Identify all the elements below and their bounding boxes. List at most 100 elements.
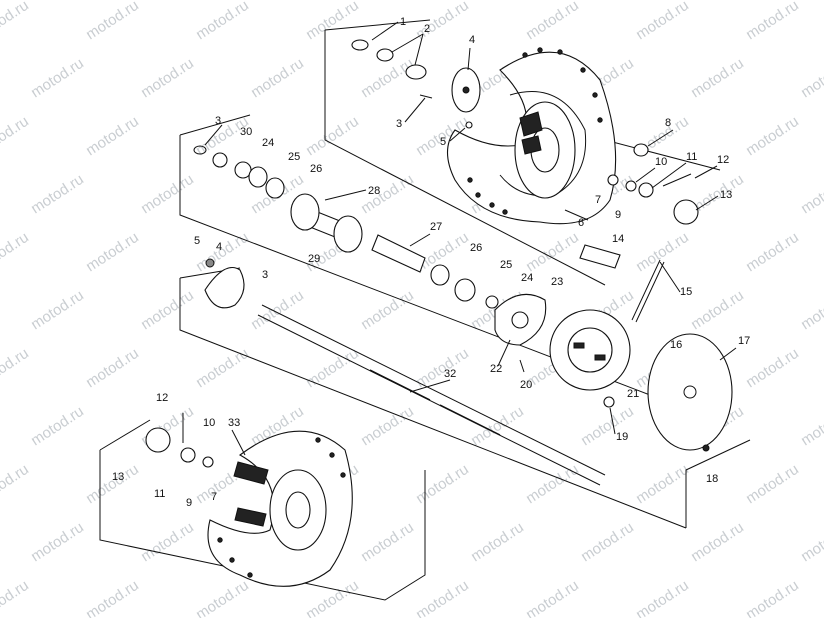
watermark-text: motod.ru bbox=[83, 577, 142, 618]
callout-up-24b: 24 bbox=[521, 272, 533, 284]
watermark-text: motod.ru bbox=[798, 519, 824, 566]
watermark-text: motod.ru bbox=[138, 55, 197, 102]
watermark-text: motod.ru bbox=[28, 287, 87, 334]
watermark-text: motod.ru bbox=[0, 577, 32, 618]
watermark-text: motod.ru bbox=[633, 229, 692, 276]
callout-up-30: 30 bbox=[240, 126, 252, 138]
callout-top-11: 11 bbox=[686, 151, 697, 163]
callout-low-21: 21 bbox=[627, 388, 639, 400]
callout-up-3: 3 bbox=[215, 115, 221, 127]
callout-up-27: 27 bbox=[430, 221, 442, 233]
watermark-text: motod.ru bbox=[303, 0, 362, 43]
callout-up-24: 24 bbox=[262, 137, 274, 149]
callout-bot-7: 7 bbox=[211, 491, 217, 503]
watermark-text: motod.ru bbox=[248, 287, 307, 334]
watermark-text: motod.ru bbox=[83, 0, 142, 43]
watermark-text: motod.ru bbox=[743, 229, 802, 276]
callout-top-13: 13 bbox=[720, 189, 732, 201]
top-wheel-assembly bbox=[351, 39, 699, 225]
watermark-text: motod.ru bbox=[303, 577, 362, 618]
watermark-text: motod.ru bbox=[83, 113, 142, 160]
callout-top-1: 1 bbox=[400, 16, 406, 28]
callout-bot-9: 9 bbox=[186, 497, 192, 509]
callout-up-23: 23 bbox=[551, 276, 563, 288]
watermark-text: motod.ru bbox=[468, 403, 527, 450]
watermark-text: motod.ru bbox=[743, 0, 802, 43]
watermark-text: motod.ru bbox=[413, 577, 472, 618]
callout-up-25: 25 bbox=[288, 151, 300, 163]
watermark-text: motod.ru bbox=[578, 519, 637, 566]
watermark-text: motod.ru bbox=[0, 229, 32, 276]
callout-bot-12: 12 bbox=[156, 392, 168, 404]
leader-lines bbox=[204, 21, 737, 456]
callout-top-8: 8 bbox=[665, 117, 671, 129]
callout-up-22: 22 bbox=[490, 363, 502, 375]
watermark-text: motod.ru bbox=[358, 171, 417, 218]
watermark-text: motod.ru bbox=[193, 0, 252, 43]
callout-bot-33: 33 bbox=[228, 417, 240, 429]
group-frames bbox=[99, 19, 751, 601]
watermark-text: motod.ru bbox=[83, 461, 142, 508]
callout-up-14: 14 bbox=[612, 233, 624, 245]
watermark-text: motod.ru bbox=[743, 113, 802, 160]
callout-low-32: 32 bbox=[444, 368, 456, 380]
callout-up-29: 29 bbox=[308, 253, 320, 265]
callout-up-26: 26 bbox=[310, 163, 322, 175]
watermark-text: motod.ru bbox=[193, 229, 252, 276]
callout-bot-10: 10 bbox=[203, 417, 215, 429]
watermark-text: motod.ru bbox=[468, 519, 527, 566]
watermark-text: motod.ru bbox=[798, 55, 824, 102]
callout-up-26b: 26 bbox=[470, 242, 482, 254]
bearing-housing-row bbox=[193, 145, 733, 452]
callout-low-3: 3 bbox=[262, 269, 268, 281]
callout-top-9: 9 bbox=[615, 209, 621, 221]
watermark-text: motod.ru bbox=[358, 287, 417, 334]
callout-low-16: 16 bbox=[670, 339, 682, 351]
watermark-text: motod.ru bbox=[0, 0, 32, 43]
watermark-text: motod.ru bbox=[633, 577, 692, 618]
callout-up-25b: 25 bbox=[500, 259, 512, 271]
watermark-text: motod.ru bbox=[688, 519, 747, 566]
watermark-text: motod.ru bbox=[358, 55, 417, 102]
watermark-text: motod.ru bbox=[138, 171, 197, 218]
callout-labels: 1 2 4 3 5 6 7 8 9 10 11 12 13 3 30 24 25… bbox=[112, 16, 750, 509]
watermark-text: motod.ru bbox=[83, 345, 142, 392]
callout-low-4: 4 bbox=[216, 241, 222, 253]
callout-low-18: 18 bbox=[706, 473, 718, 485]
watermark-text: motod.ru bbox=[523, 0, 582, 43]
bottom-wheel-assembly bbox=[145, 413, 353, 587]
callout-bot-13: 13 bbox=[112, 471, 124, 483]
callout-top-12: 12 bbox=[717, 154, 729, 166]
watermark-text: motod.ru bbox=[0, 113, 32, 160]
callout-top-3: 3 bbox=[396, 118, 402, 130]
watermark-text: motod.ru bbox=[83, 229, 142, 276]
watermark-text: motod.ru bbox=[358, 403, 417, 450]
callout-top-5: 5 bbox=[440, 136, 446, 148]
watermark-text: motod.ru bbox=[633, 461, 692, 508]
watermark-text: motod.ru bbox=[688, 287, 747, 334]
watermark-text: motod.ru bbox=[523, 577, 582, 618]
callout-up-15: 15 bbox=[680, 286, 692, 298]
watermark-text: motod.ru bbox=[413, 461, 472, 508]
callout-top-4: 4 bbox=[469, 34, 475, 46]
watermark-text: motod.ru bbox=[193, 577, 252, 618]
rear-axle-assembly bbox=[204, 258, 606, 486]
callout-top-10: 10 bbox=[655, 156, 667, 168]
callout-bot-11: 11 bbox=[154, 488, 165, 500]
watermark-text: motod.ru bbox=[303, 113, 362, 160]
watermark-text: motod.ru bbox=[743, 577, 802, 618]
watermark-text: motod.ru bbox=[798, 171, 824, 218]
watermark-text: motod.ru bbox=[0, 345, 32, 392]
watermark-text: motod.ru bbox=[28, 171, 87, 218]
callout-low-17: 17 bbox=[738, 335, 750, 347]
callout-low-5: 5 bbox=[194, 235, 200, 247]
watermark-text: motod.ru bbox=[138, 287, 197, 334]
watermark-text: motod.ru bbox=[688, 55, 747, 102]
watermark-text: motod.ru bbox=[798, 287, 824, 334]
callout-up-28: 28 bbox=[368, 185, 380, 197]
watermark-text: motod.ru bbox=[743, 345, 802, 392]
callout-low-19: 19 bbox=[616, 431, 628, 443]
watermark-text: motod.ru bbox=[633, 0, 692, 43]
watermark-text: motod.ru bbox=[28, 403, 87, 450]
